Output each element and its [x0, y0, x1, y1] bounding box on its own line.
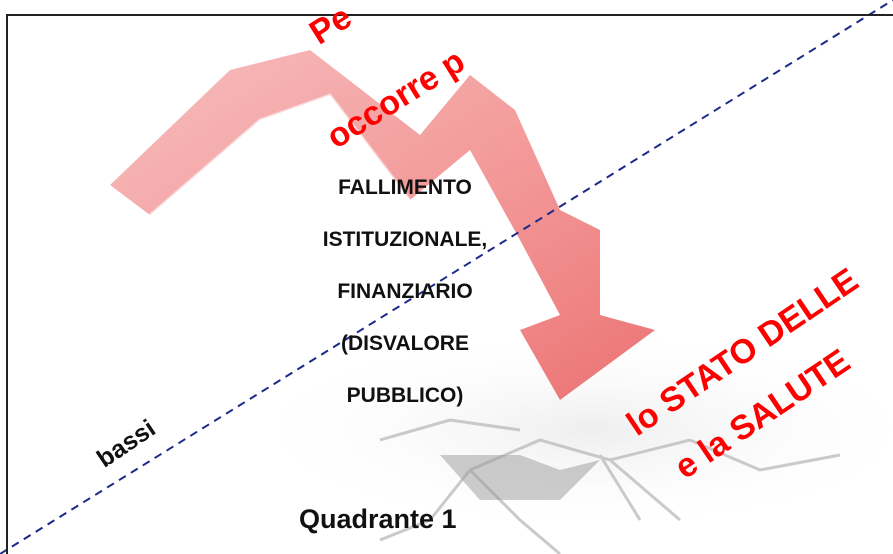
centre-line: FALLIMENTO	[338, 176, 472, 199]
centre-text-block: FALLIMENTO ISTITUZIONALE, FINANZIARIO (D…	[245, 162, 565, 422]
centre-line: FINANZIARIO	[337, 280, 473, 303]
quadrant-label: Quadrante 1	[299, 504, 457, 534]
centre-line: (DISVALORE	[341, 332, 469, 355]
downward-arrow-icon	[110, 50, 655, 400]
centre-line: PUBBLICO)	[346, 384, 464, 407]
ground-crack-icon	[230, 335, 890, 554]
quadrant-border	[6, 14, 893, 554]
centre-line: ISTITUZIONALE,	[322, 228, 488, 251]
